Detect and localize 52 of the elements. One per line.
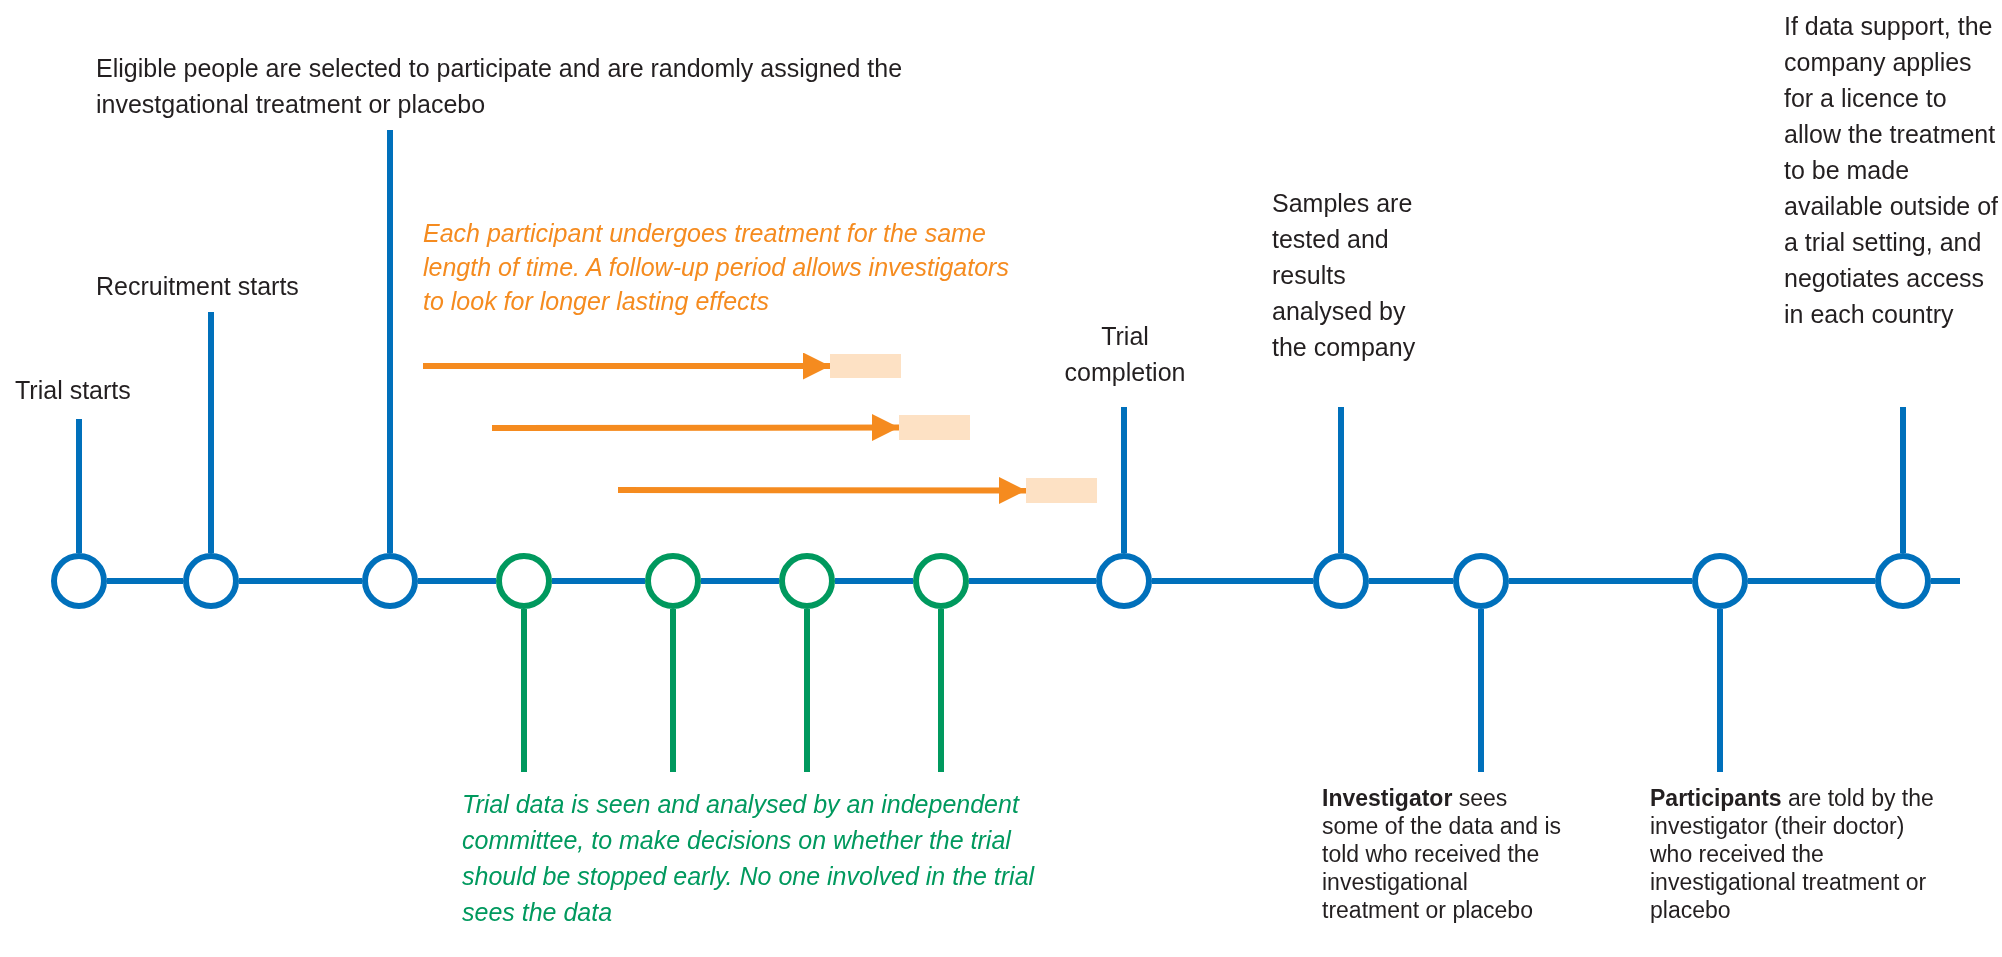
- arrow: [492, 414, 899, 442]
- timeline-line: [107, 578, 183, 584]
- milestone-label: Trial starts: [15, 372, 185, 408]
- timeline-line: [1748, 578, 1875, 584]
- timeline-line: [969, 578, 1096, 584]
- leader-line: [670, 609, 676, 772]
- milestone-label: Samples are tested and results analysed by the company: [1272, 185, 1432, 365]
- leader-line: [1717, 609, 1723, 772]
- leader-line: [1121, 407, 1127, 553]
- leader-line: [1338, 407, 1344, 553]
- timeline-circle: [183, 553, 239, 609]
- timeline-circle: [1313, 553, 1369, 609]
- leader-line: [208, 312, 214, 553]
- timeline-circle: [913, 553, 969, 609]
- annotation-text: Each participant undergoes treatment for the same length of time. A follow-up period allows investigators to look for longer lasting effects: [423, 218, 1010, 317]
- timeline-line: [835, 578, 913, 584]
- milestone-label: If data support, the company applies for a licence to allow the treatment to be made available outside of a trial setting, and negotiates access in each country: [1784, 8, 2002, 332]
- leader-line: [804, 609, 810, 772]
- timeline-line: [1152, 578, 1313, 584]
- timeline-line: [239, 578, 362, 584]
- period-box: [1026, 478, 1097, 503]
- timeline-circle: [1875, 553, 1931, 609]
- arrow: [423, 352, 830, 380]
- timeline-circle: [496, 553, 552, 609]
- timeline-line: [552, 578, 645, 584]
- timeline-line: [1931, 578, 1960, 584]
- timeline-line: [1369, 578, 1453, 584]
- milestone-label: Eligible people are selected to participate and are randomly assigned the investgational treatment or placebo: [96, 50, 916, 122]
- milestone-label: Recruitment starts: [96, 268, 396, 304]
- timeline-circle: [1453, 553, 1509, 609]
- period-box: [830, 354, 901, 378]
- timeline-line: [418, 578, 496, 584]
- arrow: [618, 476, 1026, 504]
- leader-line: [76, 419, 82, 553]
- timeline-circle: [362, 553, 418, 609]
- timeline-circle: [1096, 553, 1152, 609]
- milestone-label: Trial completion: [1055, 318, 1195, 390]
- timeline-line: [701, 578, 779, 584]
- leader-line: [387, 130, 393, 553]
- timeline-circle: [1692, 553, 1748, 609]
- milestone-label: Participants are told by the investigator (their doctor) who received the investigational treatment or placebo: [1650, 784, 1940, 924]
- timeline-circle: [51, 553, 107, 609]
- leader-line: [521, 609, 527, 772]
- timeline-circle: [645, 553, 701, 609]
- leader-line: [1478, 609, 1484, 772]
- timeline-line: [1509, 578, 1692, 584]
- timeline-circle: [779, 553, 835, 609]
- committee-note: Trial data is seen and analysed by an independent committee, to make decisions on whether the trial should be stopped early. No one involved in the trial sees the data: [462, 786, 1062, 930]
- leader-line: [1900, 407, 1906, 553]
- period-box: [899, 415, 970, 440]
- milestone-label: Investigator sees some of the data and is told who received the investigational treatment or placebo: [1322, 784, 1562, 924]
- leader-line: [938, 609, 944, 772]
